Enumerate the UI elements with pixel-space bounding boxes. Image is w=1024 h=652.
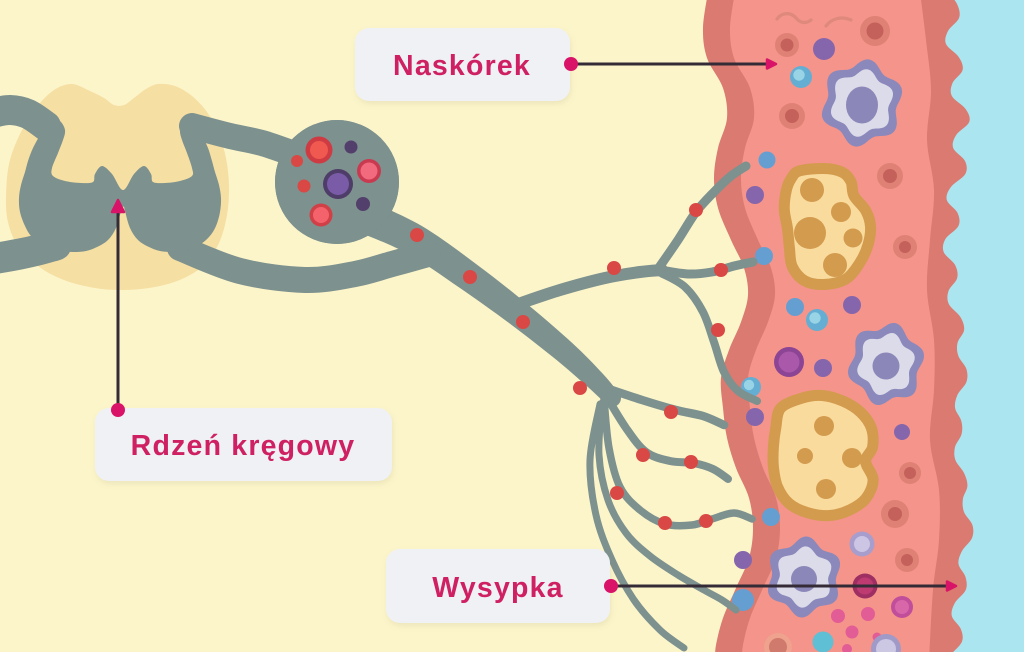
svg-text:Wysypka: Wysypka xyxy=(432,572,563,604)
svg-text:Rdzeń kręgowy: Rdzeń kręgowy xyxy=(131,430,356,462)
svg-text:Naskórek: Naskórek xyxy=(393,50,531,82)
